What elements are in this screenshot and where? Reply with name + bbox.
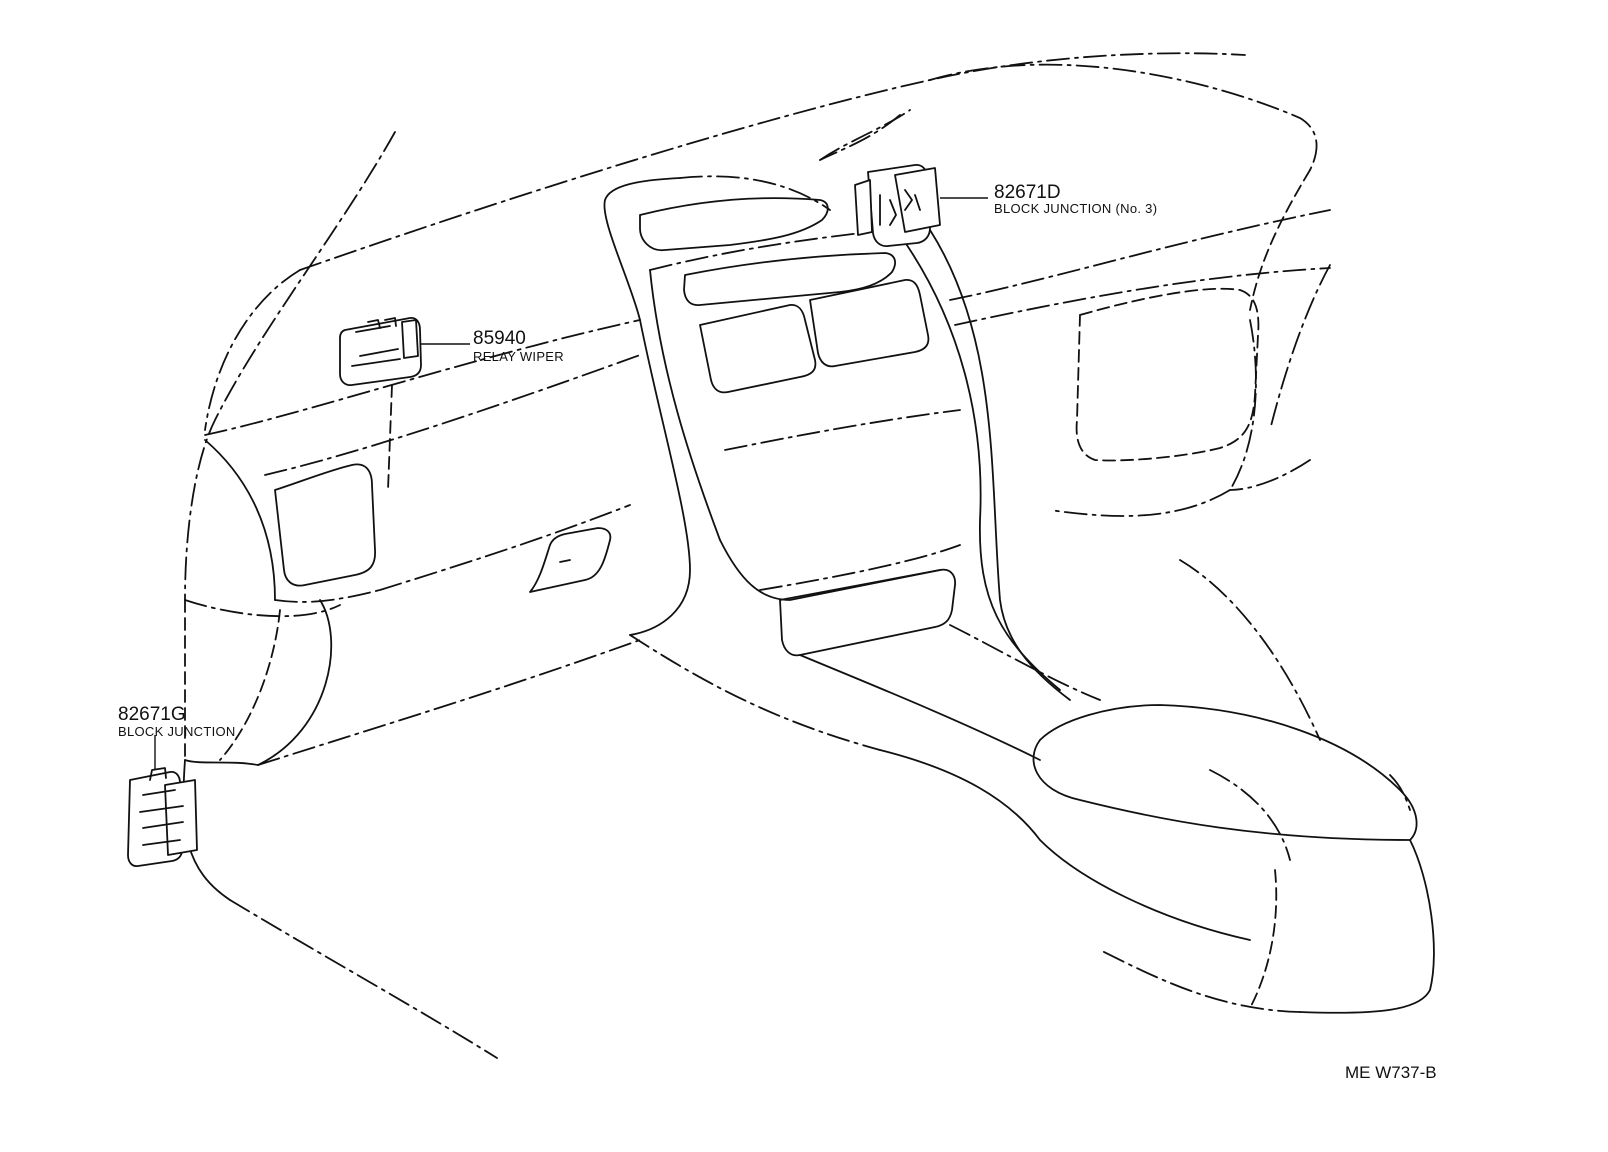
part-name-relay-wiper: RELAY WIPER bbox=[473, 349, 564, 364]
part-number-82671g: 82671G bbox=[118, 704, 186, 725]
block-junction-no3-part bbox=[854, 164, 941, 247]
part-number-85940: 85940 bbox=[473, 328, 526, 349]
part-name-block-junction-no3: BLOCK JUNCTION (No. 3) bbox=[994, 201, 1157, 216]
dashboard-outline bbox=[182, 52, 1435, 1059]
relay-wiper-part bbox=[339, 317, 422, 387]
part-number-82671d: 82671D bbox=[994, 182, 1061, 203]
figure-code: ME W737-B bbox=[1345, 1063, 1437, 1082]
part-name-block-junction: BLOCK JUNCTION bbox=[118, 724, 236, 739]
block-junction-part bbox=[127, 767, 198, 868]
